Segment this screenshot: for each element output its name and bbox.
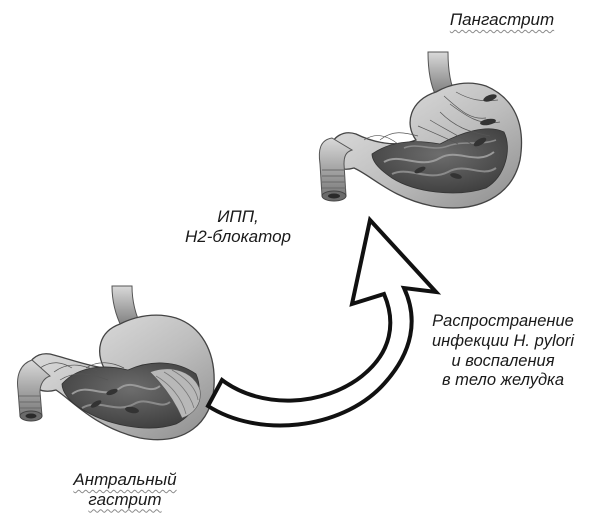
antral-line-2: гастрит	[88, 490, 161, 509]
treatment-line-2: Н2-блокатор	[178, 227, 298, 247]
spread-label: Распространение инфекции H. pylori и вос…	[405, 312, 601, 391]
pangastritis-label: Пангастрит	[0, 10, 602, 30]
stomach-antral-icon	[18, 286, 215, 440]
antral-line-1: Антральный	[73, 470, 176, 489]
pangastritis-text: Пангастрит	[450, 10, 554, 29]
curved-arrow-icon	[208, 220, 436, 425]
spread-line-1: Распространение	[405, 312, 601, 332]
treatment-label: ИПП, Н2-блокатор	[178, 207, 298, 246]
stomach-pangastritis-icon	[319, 52, 521, 208]
treatment-line-1: ИПП,	[178, 207, 298, 227]
spread-line-3: и воспаления	[405, 352, 601, 372]
antral-gastritis-label: Антральный гастрит	[30, 470, 220, 509]
spread-line-2: инфекции H. pylori	[405, 332, 601, 352]
spread-line-4: в тело желудка	[405, 371, 601, 391]
